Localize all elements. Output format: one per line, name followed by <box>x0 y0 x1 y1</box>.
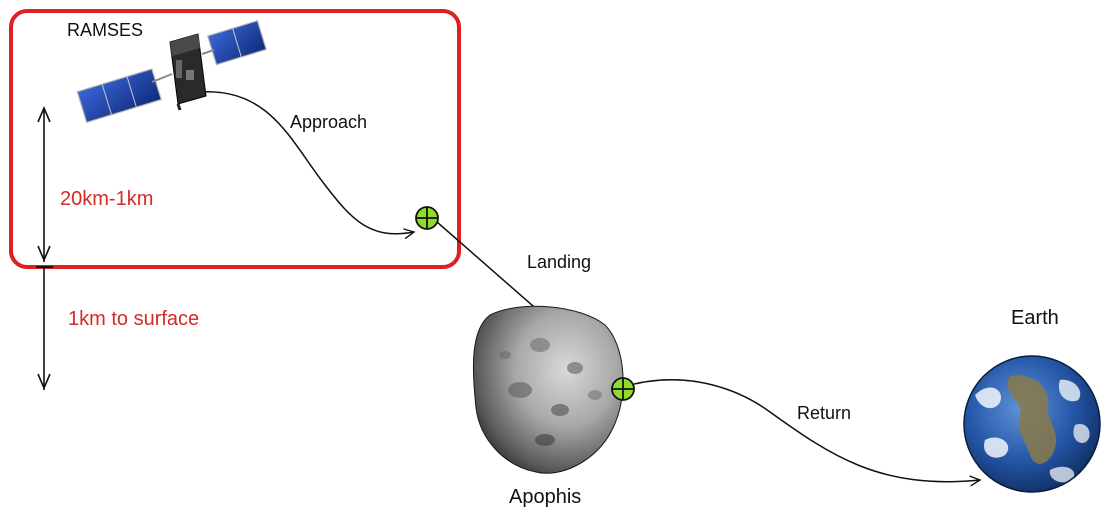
range-arrow-lower <box>36 266 53 391</box>
waypoint-landing-site <box>611 377 635 401</box>
waypoint-approach-end <box>415 206 439 230</box>
return-label: Return <box>797 403 852 423</box>
asteroid-label: Apophis <box>509 486 582 508</box>
proximity-zone-frame <box>9 9 461 269</box>
approach-label: Approach <box>290 112 368 132</box>
spacecraft-label: RAMSES <box>67 20 144 40</box>
satellite-icon <box>76 20 267 124</box>
landing-label: Landing <box>527 252 592 272</box>
range-arrow-upper <box>37 105 51 263</box>
earth-globe-icon <box>963 355 1101 493</box>
range-lower-label: 1km to surface <box>68 308 200 330</box>
asteroid-icon <box>472 305 624 474</box>
return-path <box>629 379 980 482</box>
approach-path <box>199 91 414 234</box>
earth-label: Earth <box>1011 307 1059 329</box>
range-upper-label: 20km-1km <box>60 188 154 210</box>
